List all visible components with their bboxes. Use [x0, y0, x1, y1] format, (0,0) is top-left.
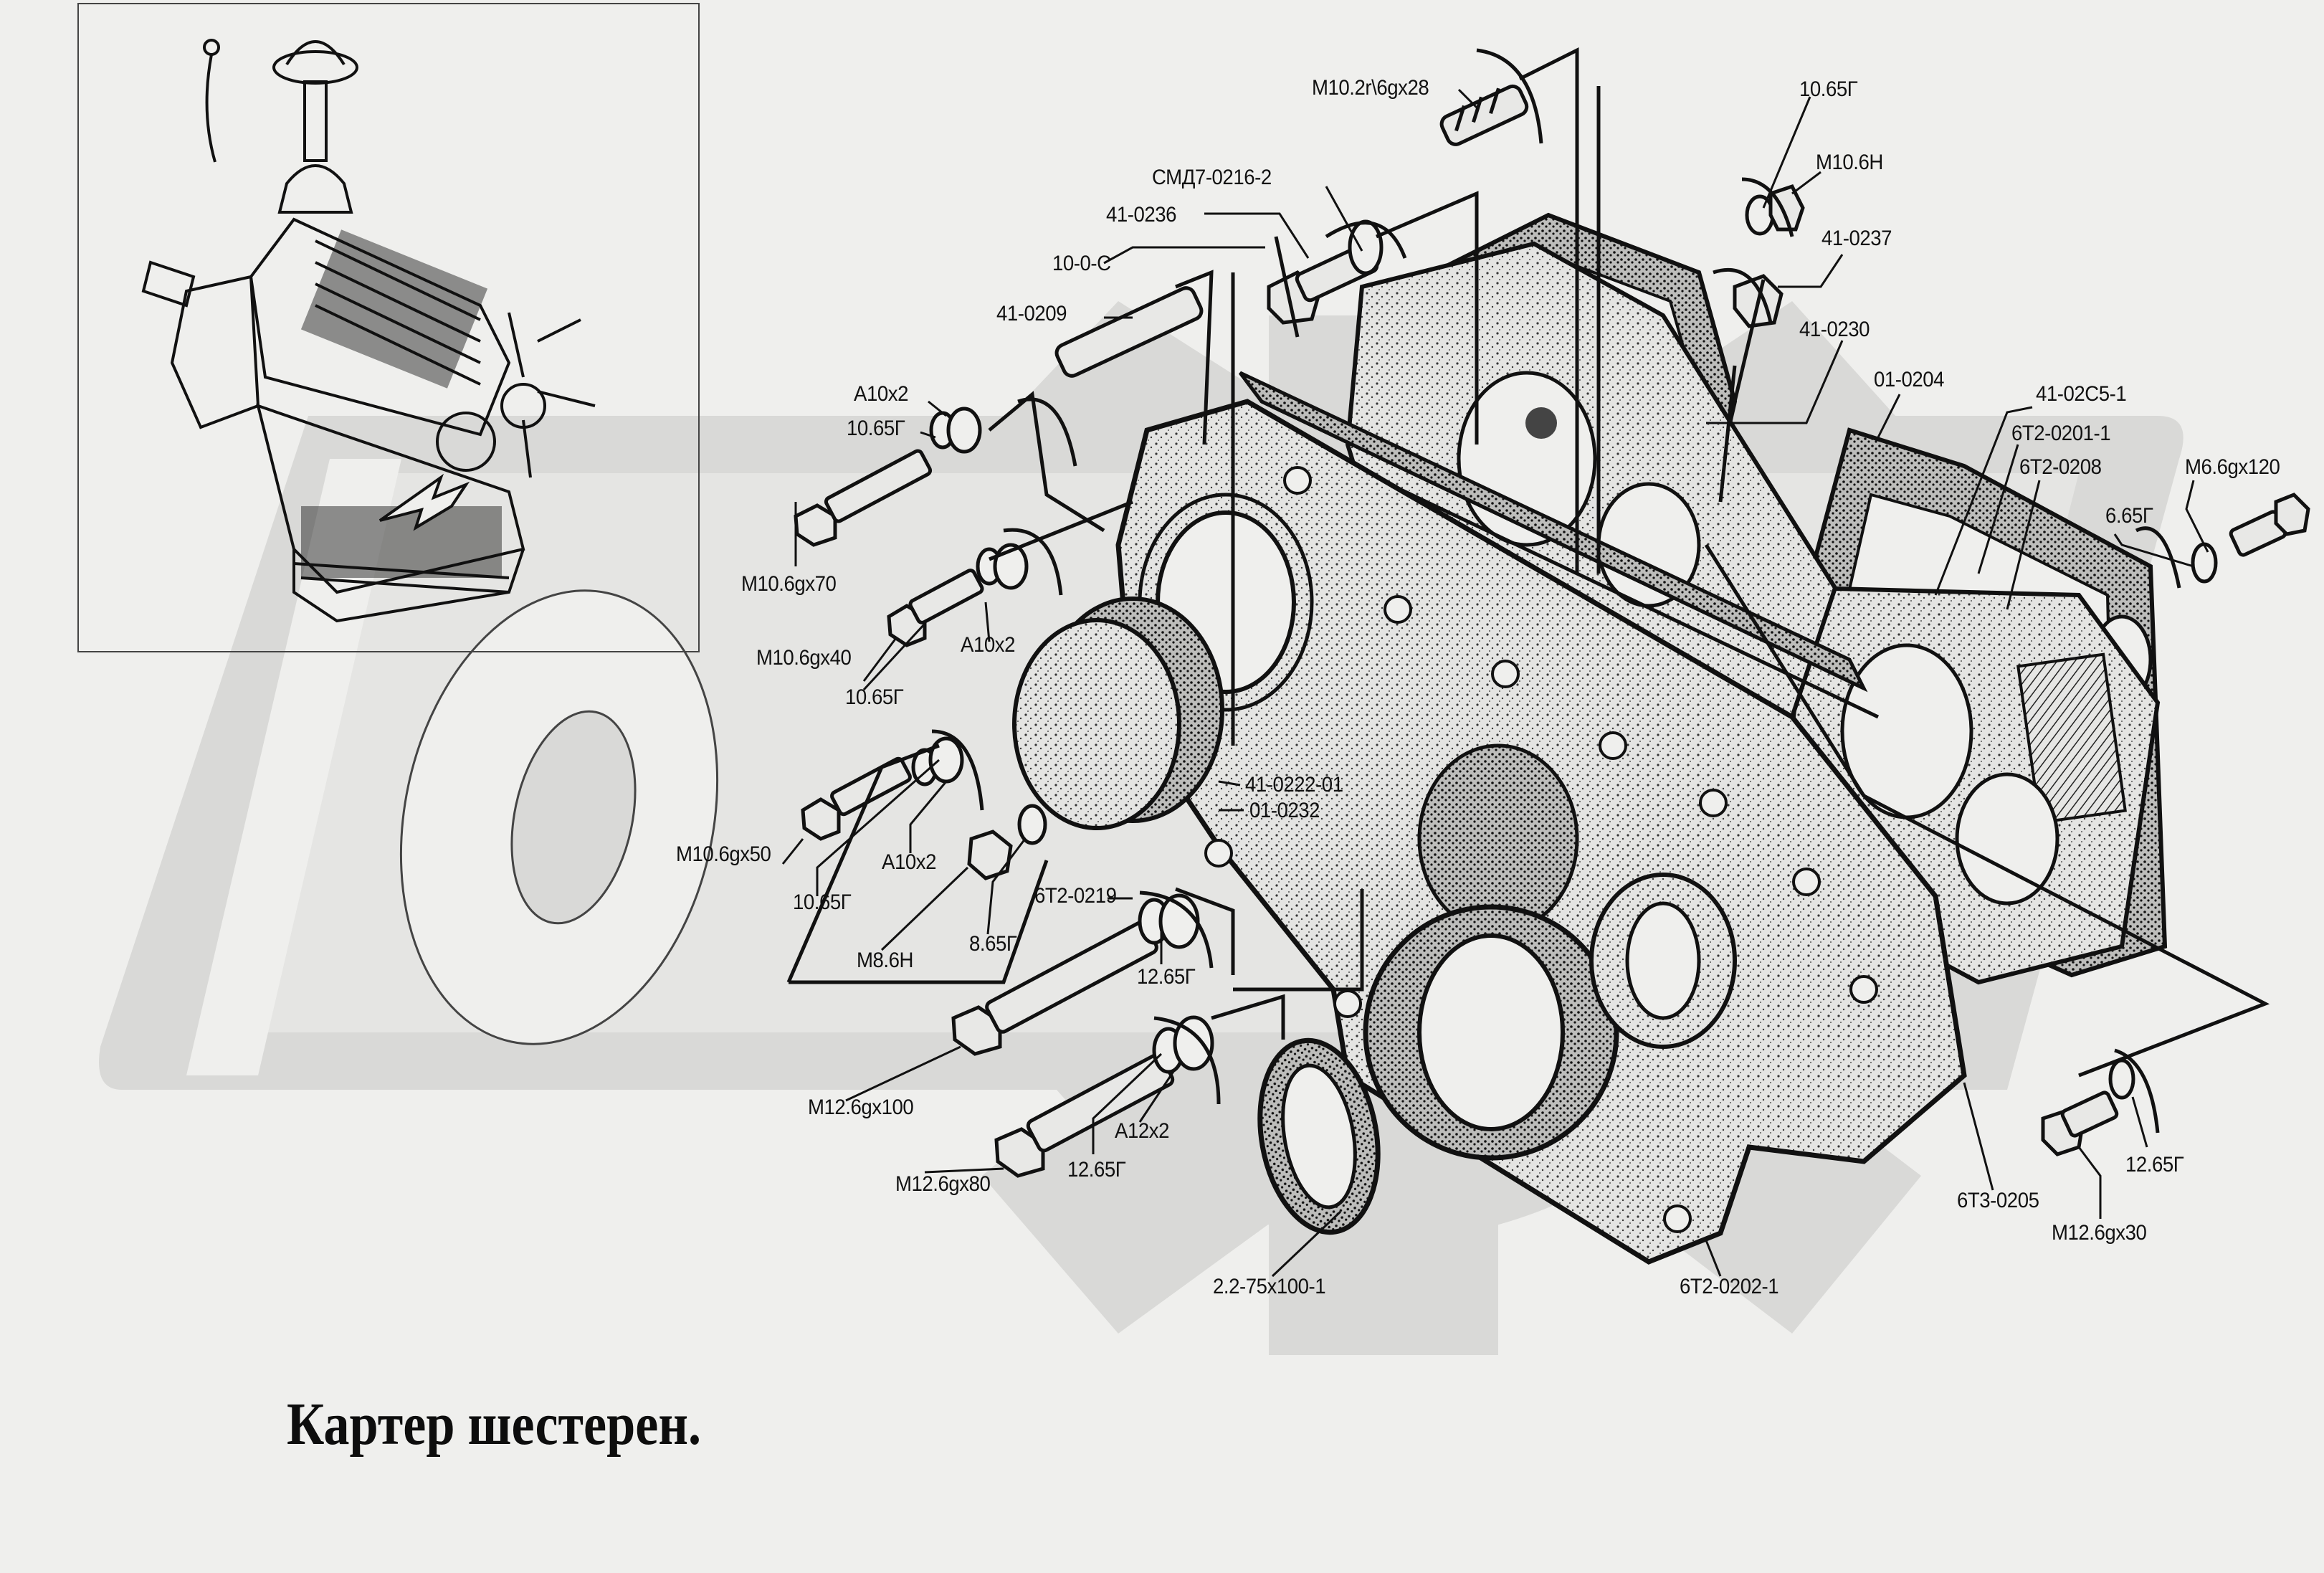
bolt-m10-6gx40: [887, 543, 1029, 647]
label-6t3-0205: 6T3-0205: [1957, 1189, 2039, 1212]
engine-illustration-icon: [141, 39, 596, 623]
label-10-65g: 10.65Г: [847, 417, 905, 440]
label-m8-6h: M8.6H: [857, 949, 913, 972]
pointer-arrow-icon: [378, 473, 470, 531]
label-10-65g: 10.65Г: [1799, 77, 1858, 101]
label-41-02c5-1: 41-02C5-1: [2036, 382, 2127, 406]
label-41-0230: 41-0230: [1799, 318, 1870, 341]
label-01-0232: 01-0232: [1249, 799, 1320, 822]
watermark-letter-o: [399, 589, 719, 1045]
label-2-2-75x100-1: 2.2-75x100-1: [1213, 1275, 1326, 1298]
label-12-65g: 12.65Г: [1067, 1158, 1126, 1182]
nut-m8-6h: [967, 804, 1047, 880]
label-a12x2: A12x2: [1115, 1119, 1169, 1143]
label-m10-6h: M10.6H: [1816, 151, 1883, 174]
bolt-smd7-0216-2: [1267, 219, 1384, 338]
label-smd7-0216-2: СМД7-0216-2: [1152, 166, 1272, 189]
label-41-0222-01: 41-0222-01: [1245, 773, 1343, 797]
bolt-m12-6gx80: [994, 1015, 1214, 1178]
label-a10x2: A10x2: [854, 382, 908, 406]
label-a10x2: A10x2: [882, 850, 936, 874]
washer-nut-top-right: [1745, 184, 1805, 236]
label-41-0237: 41-0237: [1821, 227, 1892, 250]
label-m10-6gx50: M10.6gx50: [676, 842, 771, 866]
callout-brackets: [786, 47, 2270, 1078]
label-6t2-0208: 6T2-0208: [2019, 455, 2102, 479]
label-12-65g: 12.65Г: [2125, 1153, 2184, 1177]
label-m12-6gx80: M12.6gx80: [895, 1172, 991, 1196]
bolt-m12-6gx30: [2041, 1058, 2135, 1156]
stud-41-0209: [1054, 286, 1204, 378]
seal-2-2-75x100-1: [1257, 1037, 1381, 1235]
cover-cap-01-0232: [1012, 597, 1224, 830]
label-a10x2: A10x2: [961, 633, 1015, 657]
label-10-65g: 10.65Г: [845, 685, 904, 709]
label-8-65g: 8.65Г: [969, 932, 1017, 956]
label-6-65g: 6.65Г: [2105, 504, 2153, 528]
label-m10-6gx40: M10.6gx40: [756, 646, 852, 670]
label-6t2-0202-1: 6T2-0202-1: [1680, 1275, 1779, 1298]
label-m6-6gx120: M6.6gx120: [2185, 455, 2280, 479]
label-10-0-c: 10-0-C: [1052, 252, 1111, 275]
engine-inset-frame: [77, 3, 700, 652]
label-6t2-0219: 6T2-0219: [1034, 884, 1117, 908]
main-housing-6t2-0202-1: [1115, 399, 1967, 1265]
stud-m10-2r-6gx28: [1439, 84, 1529, 146]
label-10-65g: 10.65Г: [793, 890, 852, 914]
label-m12-6gx30: M12.6gx30: [2052, 1221, 2147, 1245]
label-6t2-0201-1: 6T2-0201-1: [2011, 422, 2111, 445]
label-m12-6gx100: M12.6gx100: [808, 1096, 914, 1119]
callout-arcs: [931, 48, 2181, 1134]
leader-lines: [781, 88, 2209, 1278]
bolt-m10-6gx50: [801, 736, 964, 841]
label-41-0209: 41-0209: [996, 302, 1067, 325]
label-01-0204: 01-0204: [1874, 368, 1945, 391]
label-m10-2r-6gx28: M10.2r\6gx28: [1312, 76, 1429, 100]
bolt-m10-6gx70: [794, 407, 982, 547]
diagram-title: Картер шестерен.: [287, 1391, 702, 1458]
label-41-0236: 41-0236: [1106, 203, 1177, 227]
label-12-65g: 12.65Г: [1137, 965, 1196, 989]
bolt-m12-6gx100: [951, 893, 1200, 1056]
label-m10-6gx70: M10.6gx70: [741, 572, 837, 596]
bolt-m6-6gx120: [2191, 493, 2310, 584]
